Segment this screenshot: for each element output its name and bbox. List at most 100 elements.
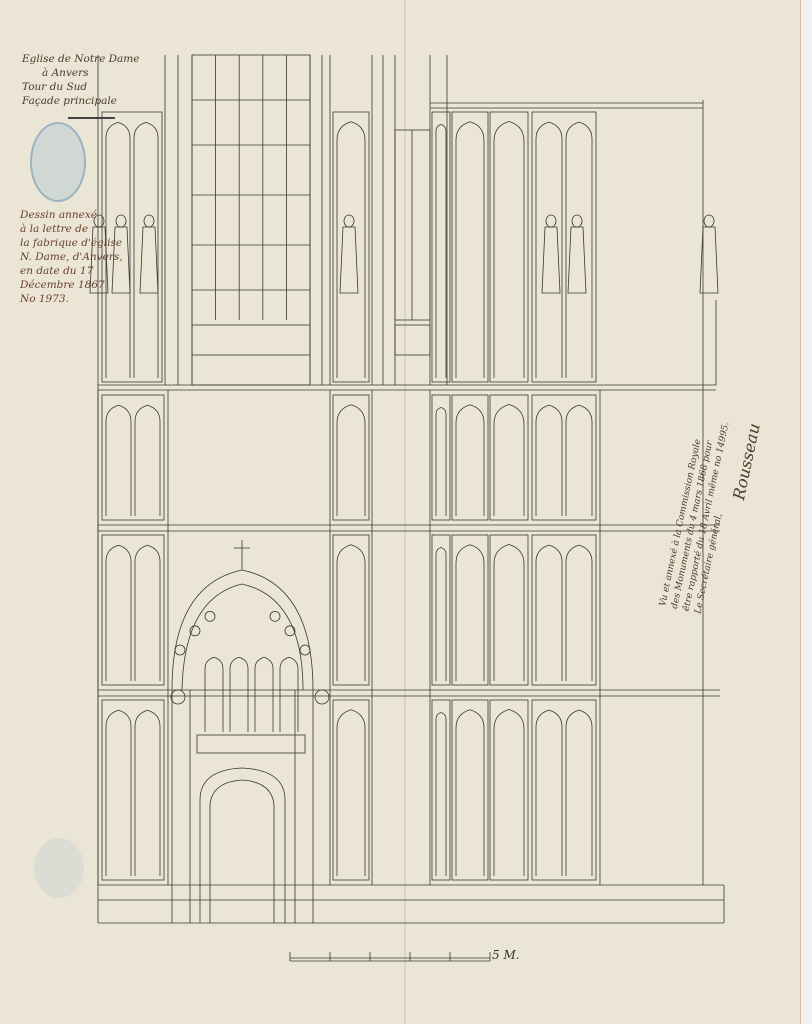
finial-cross: [234, 540, 250, 570]
lancet-window: [105, 709, 132, 876]
lancet-window: [435, 712, 447, 876]
tracery-panel: [191, 324, 311, 356]
title-line: Eglise de Notre Dame: [22, 53, 140, 65]
title-underline: [68, 117, 115, 119]
statue-figure: [111, 226, 131, 294]
note-line: Dessin annexé: [20, 209, 98, 221]
bay-frame: [489, 699, 529, 881]
bay-frame: [489, 534, 529, 686]
portal-jamb: [171, 690, 314, 923]
statue-figure: [541, 226, 561, 294]
scale-label: 5 M.: [492, 948, 520, 962]
crocket: [204, 610, 216, 622]
note-line: Décembre 1867: [20, 279, 105, 291]
bay-frame: [332, 534, 370, 686]
portal-arch: [171, 569, 314, 691]
paper-fold: [404, 0, 406, 1024]
lancet-window: [455, 404, 485, 516]
bay-frame: [489, 111, 529, 383]
statue-head: [115, 214, 127, 228]
lancet-window: [134, 544, 161, 681]
portal-lancet: [229, 656, 249, 732]
crocket: [299, 644, 311, 656]
tympanum-band: [196, 734, 306, 754]
title-inscription: Eglise de Notre Dame à Anvers Tour du Su…: [22, 52, 139, 108]
bay-frame: [101, 111, 163, 383]
corbel-boss: [314, 689, 330, 705]
annex-note: Dessin annexé à la lettre de la fabrique…: [20, 208, 123, 306]
statue-head: [703, 214, 715, 228]
bay-frame: [531, 394, 597, 521]
bay-frame: [431, 534, 451, 686]
lancet-window: [435, 407, 447, 516]
portal-lancet: [204, 656, 224, 732]
lancet-window: [565, 404, 593, 516]
lancet-window: [105, 544, 132, 681]
lancet-window: [133, 121, 159, 378]
lancet-window: [535, 544, 563, 681]
bay-frame: [531, 111, 597, 383]
upper-window: [191, 54, 311, 386]
bay-frame: [451, 394, 489, 521]
lancet-window: [336, 544, 366, 681]
portal-arch: [181, 583, 304, 691]
lancet-window: [336, 121, 366, 378]
note-line: No 1973.: [20, 293, 69, 305]
lancet-window: [493, 544, 525, 681]
lancet-window: [435, 547, 447, 681]
faded-stamp: [34, 838, 84, 898]
lancet-window: [535, 121, 563, 378]
statue-head: [343, 214, 355, 228]
statue-head: [93, 214, 105, 228]
statue-head: [571, 214, 583, 228]
lancet-window: [134, 709, 161, 876]
bay-frame: [332, 699, 370, 881]
bay-frame: [451, 111, 489, 383]
lancet-window: [565, 709, 593, 876]
portal-lancet: [254, 656, 274, 732]
portal-lancet: [279, 656, 299, 732]
bay-frame: [451, 534, 489, 686]
note-line: N. Dame, d'Anvers,: [20, 251, 123, 263]
bay-frame: [431, 111, 451, 383]
lancet-window: [455, 709, 485, 876]
lancet-window: [455, 121, 485, 378]
crocket: [174, 644, 186, 656]
statue-figure: [139, 226, 159, 294]
door-arch: [199, 767, 286, 923]
bay-frame: [101, 699, 165, 881]
lancet-window: [455, 544, 485, 681]
bay-frame: [531, 699, 597, 881]
door-arch: [209, 779, 275, 923]
statue-figure: [89, 226, 109, 294]
lancet-window: [565, 544, 593, 681]
tracery-panel: [394, 324, 431, 356]
lancet-window: [535, 404, 563, 516]
bay-frame: [451, 699, 489, 881]
bay-frame: [332, 394, 370, 521]
bay-frame: [431, 699, 451, 881]
bay-frame: [332, 111, 370, 383]
bay-frame: [431, 394, 451, 521]
lancet-window: [336, 404, 366, 516]
note-line: en date du 17: [20, 265, 94, 277]
lancet-window: [493, 709, 525, 876]
seal-stamp: [30, 122, 86, 202]
bay-frame: [531, 534, 597, 686]
crocket: [284, 625, 296, 637]
statue-head: [143, 214, 155, 228]
bay-frame: [489, 394, 529, 521]
title-line: Façade principale: [22, 95, 117, 107]
crocket: [269, 610, 281, 622]
statue-head: [545, 214, 557, 228]
note-line: la fabrique d'église: [20, 237, 123, 249]
bay-frame: [101, 394, 165, 521]
corbel-boss: [170, 689, 186, 705]
lancet-window: [435, 124, 447, 378]
lancet-window: [336, 709, 366, 876]
note-line: à la lettre de: [20, 223, 89, 235]
title-line: Tour du Sud: [22, 81, 88, 93]
bay-frame: [101, 534, 165, 686]
